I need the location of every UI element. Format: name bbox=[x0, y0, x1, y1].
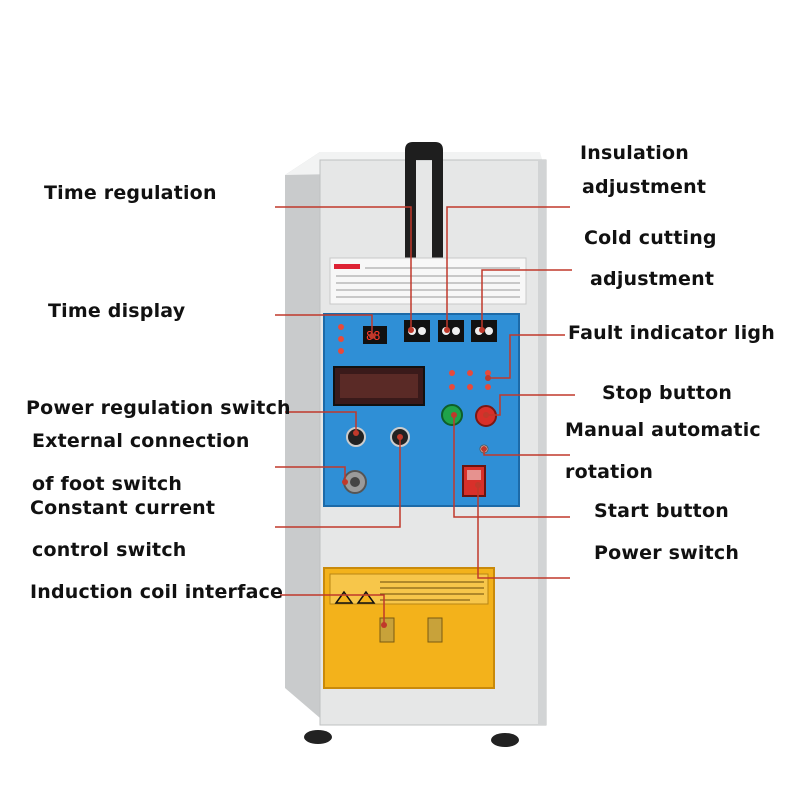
leader-insulation bbox=[446, 206, 570, 330]
carry-handle bbox=[405, 142, 443, 258]
coil-connector-right bbox=[427, 617, 443, 643]
leader-time-regulation bbox=[275, 206, 412, 330]
leader-stop-button bbox=[486, 394, 575, 416]
label-external-connection-1: External connection bbox=[32, 430, 250, 452]
leader-start-button bbox=[453, 415, 570, 518]
label-cold-cutting-2: adjustment bbox=[590, 268, 715, 290]
warning-triangle-2 bbox=[356, 590, 376, 604]
coil-connector-left bbox=[379, 617, 395, 643]
warning-triangle-1 bbox=[334, 590, 354, 604]
cabinet-side bbox=[285, 152, 320, 718]
sticker-logo bbox=[334, 264, 360, 269]
label-time-display: Time display bbox=[48, 300, 186, 322]
indicator-led-1 bbox=[338, 324, 344, 330]
label-constant-current-2: control switch bbox=[32, 539, 187, 561]
label-time-regulation: Time regulation bbox=[44, 182, 217, 204]
label-insulation-1: Insulation bbox=[580, 142, 689, 164]
leader-endpoints bbox=[342, 327, 491, 628]
warning-sticker bbox=[329, 573, 489, 605]
indicator-led-2 bbox=[338, 336, 344, 342]
indicator-led-3 bbox=[338, 348, 344, 354]
sticker-text-lines bbox=[336, 267, 520, 298]
leader-power-regulation bbox=[285, 411, 357, 433]
leader-cold-cutting bbox=[481, 269, 572, 330]
info-sticker bbox=[329, 257, 527, 305]
label-constant-current-1: Constant current bbox=[30, 497, 216, 519]
current-display-screen bbox=[340, 374, 418, 398]
label-start-button: Start button bbox=[594, 500, 729, 522]
label-induction-coil-interface: Induction coil interface bbox=[30, 581, 284, 603]
leader-lines bbox=[275, 206, 575, 625]
label-power-switch: Power switch bbox=[594, 542, 740, 564]
label-cold-cutting-1: Cold cutting bbox=[584, 227, 717, 249]
leader-fault-indicator bbox=[488, 334, 565, 379]
label-external-connection-2: of foot switch bbox=[32, 473, 183, 495]
label-stop-button: Stop button bbox=[602, 382, 733, 404]
time-display bbox=[363, 326, 387, 344]
fault-indicator-lights bbox=[449, 370, 491, 390]
leader-constant-current bbox=[275, 437, 401, 528]
leader-induction-coil bbox=[280, 594, 385, 625]
label-insulation-2: adjustment bbox=[582, 176, 707, 198]
label-manual-automatic-2: rotation bbox=[565, 461, 654, 483]
insulation-dial bbox=[438, 320, 464, 342]
leader-time-display bbox=[275, 314, 373, 336]
label-fault-indicator: Fault indicator ligh bbox=[568, 322, 775, 344]
foot-right bbox=[491, 733, 519, 747]
leader-foot-switch bbox=[275, 466, 346, 482]
leader-power-switch bbox=[477, 485, 570, 579]
label-power-regulation-switch: Power regulation switch bbox=[26, 397, 291, 419]
time-regulation-dial bbox=[404, 320, 430, 342]
foot-left bbox=[304, 730, 332, 744]
label-manual-automatic-1: Manual automatic bbox=[565, 419, 761, 441]
cabinet-edge bbox=[538, 160, 546, 725]
